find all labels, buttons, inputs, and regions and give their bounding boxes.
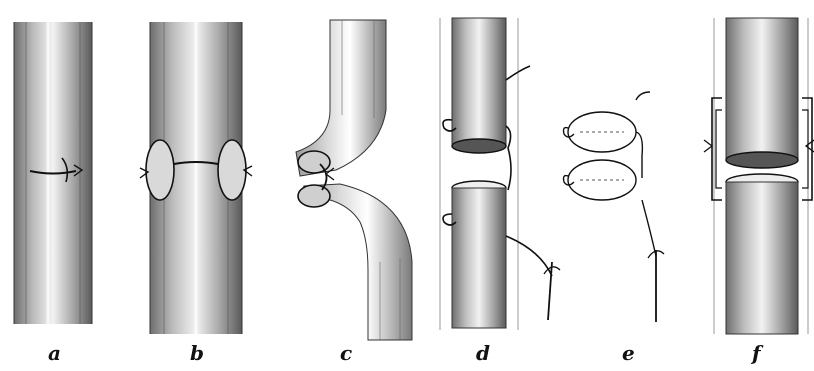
label-d: d <box>476 341 490 365</box>
label-a: a <box>48 341 61 365</box>
label-f: f <box>750 341 764 365</box>
panel-d: d <box>440 18 560 365</box>
vessel-d-lower <box>452 181 506 328</box>
panel-f: f <box>704 18 814 365</box>
label-b: b <box>190 341 204 365</box>
label-c: c <box>340 341 352 365</box>
panel-b: b <box>140 22 252 365</box>
panel-e: e <box>564 92 665 365</box>
panel-c: c <box>296 20 412 365</box>
suture-scheme-e <box>564 92 665 322</box>
vessel-f-lower <box>726 174 798 334</box>
cut-ends-c <box>298 151 334 207</box>
panel-a: a <box>14 22 92 365</box>
label-e: e <box>622 341 635 365</box>
